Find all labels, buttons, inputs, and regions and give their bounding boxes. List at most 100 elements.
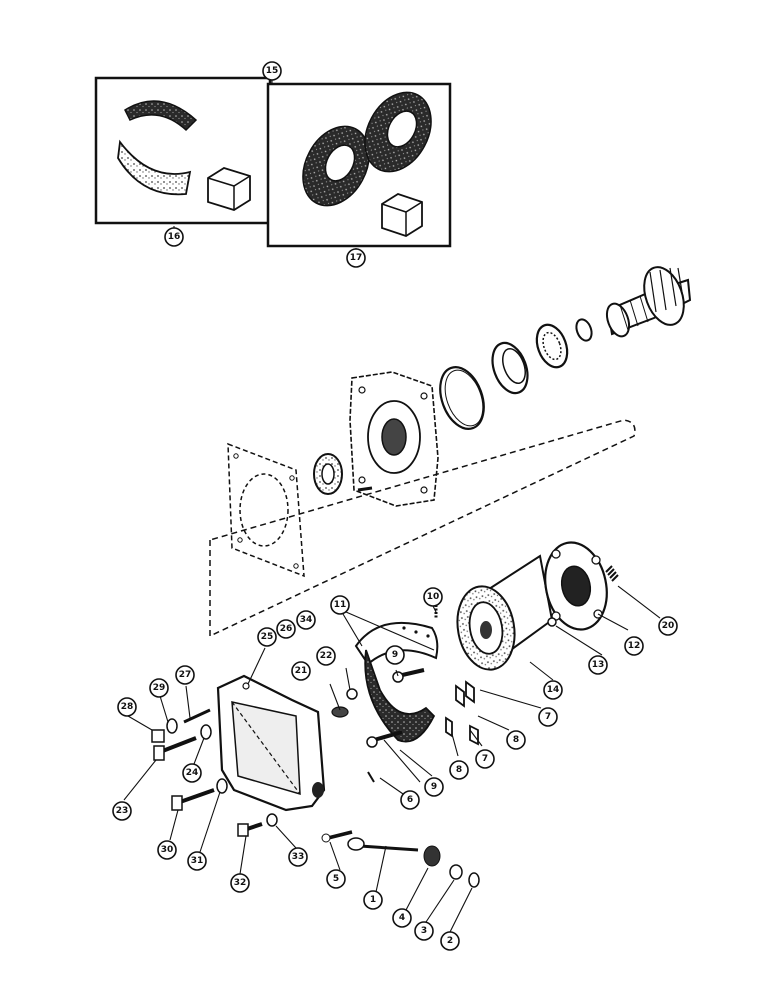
dowel-pin <box>357 486 373 492</box>
bolt-30 <box>171 788 215 811</box>
callout-8a-text: 8 <box>513 735 519 745</box>
callout-21: 21 <box>291 661 311 681</box>
adjusting-screw-21 <box>331 706 349 718</box>
callout-29: 29 <box>149 678 169 698</box>
callout-3: 3 <box>414 921 434 941</box>
friction-disc-right <box>364 91 432 173</box>
callout-21-text: 21 <box>295 666 308 676</box>
bolt-23 <box>153 736 197 761</box>
carrier-plate <box>349 371 439 507</box>
callout-9b-text: 9 <box>431 782 437 792</box>
callout-20-text: 20 <box>662 621 675 631</box>
screw-32 <box>237 822 263 837</box>
callout-10-text: 10 <box>427 592 440 602</box>
callout-24-text: 24 <box>186 768 199 778</box>
clevis-pin-5 <box>321 830 353 843</box>
callout-28-text: 28 <box>121 702 134 712</box>
actuating-links <box>445 680 479 746</box>
callout-15: 15 <box>262 61 282 81</box>
callout-33-text: 33 <box>292 852 305 862</box>
rivet-package-16 <box>207 167 251 211</box>
callout-30: 30 <box>157 840 177 860</box>
callout-11: 11 <box>330 595 350 615</box>
plug-22 <box>346 688 358 700</box>
snap-ring-small <box>575 318 593 342</box>
anchor-pin-upper <box>392 668 425 683</box>
callout-25: 25 <box>257 627 277 647</box>
callout-9a: 9 <box>385 645 405 665</box>
callout-30-text: 30 <box>161 845 174 855</box>
washer-31 <box>216 778 228 794</box>
pin-6 <box>367 771 375 783</box>
pilot-bearing <box>313 453 343 495</box>
callout-33: 33 <box>288 847 308 867</box>
nut-28 <box>151 729 165 743</box>
callout-4: 4 <box>392 908 412 928</box>
callout-14: 14 <box>543 680 563 700</box>
nut-3 <box>449 864 463 880</box>
callout-13: 13 <box>588 655 608 675</box>
callout-34: 34 <box>296 610 316 630</box>
callout-16: 16 <box>164 227 184 247</box>
callout-27-text: 27 <box>179 670 192 680</box>
callout-26-text: 26 <box>280 624 293 634</box>
callout-8a: 8 <box>506 730 526 750</box>
callout-34-text: 34 <box>300 615 313 625</box>
callout-25-text: 25 <box>261 632 274 642</box>
stud-27 <box>183 708 211 724</box>
callout-8b: 8 <box>449 760 469 780</box>
kit-box-16 <box>94 76 272 225</box>
housing-gasket <box>227 442 305 578</box>
callout-22: 22 <box>316 646 336 666</box>
callout-7b: 7 <box>475 749 495 769</box>
callout-9a-text: 9 <box>392 650 398 660</box>
assembly-outline <box>209 419 636 638</box>
spring-4 <box>423 845 441 867</box>
callout-20: 20 <box>658 616 678 636</box>
callout-29-text: 29 <box>153 683 166 693</box>
callout-1-text: 1 <box>370 895 376 905</box>
callout-27: 27 <box>175 665 195 685</box>
bearing-cone <box>535 323 569 369</box>
callout-12-text: 12 <box>628 641 641 651</box>
leader-lines <box>123 80 661 933</box>
bearing-cup <box>491 341 529 395</box>
brake-drum <box>456 554 554 671</box>
callout-6: 6 <box>400 790 420 810</box>
lining-segment-upper <box>124 100 198 132</box>
brake-housing <box>216 674 326 812</box>
flange-spring <box>605 565 619 582</box>
callout-2: 2 <box>440 931 460 951</box>
oil-seal-ring <box>439 366 485 430</box>
callout-31: 31 <box>187 851 207 871</box>
callout-9b: 9 <box>424 777 444 797</box>
callout-4-text: 4 <box>399 913 405 923</box>
anchor-pin-lower <box>366 730 403 748</box>
drive-flange <box>544 541 608 631</box>
callout-11-text: 11 <box>334 600 347 610</box>
callout-5: 5 <box>326 869 346 889</box>
callout-10: 10 <box>423 587 443 607</box>
callout-8b-text: 8 <box>456 765 462 775</box>
callout-24: 24 <box>182 763 202 783</box>
steel-ball <box>547 617 557 627</box>
callout-28: 28 <box>117 697 137 717</box>
callout-17: 17 <box>346 248 366 268</box>
callout-16-text: 16 <box>168 232 181 242</box>
callout-2-text: 2 <box>447 936 453 946</box>
callout-3-text: 3 <box>421 926 427 936</box>
kit-box-17 <box>266 82 452 248</box>
callout-13-text: 13 <box>592 660 605 670</box>
callout-1: 1 <box>363 890 383 910</box>
friction-disc-left <box>302 125 370 207</box>
callout-6-text: 6 <box>407 795 413 805</box>
lining-segment-lower <box>117 139 192 196</box>
washer-29 <box>166 718 178 734</box>
axle-shaft <box>605 266 692 338</box>
actuating-rod-1 <box>347 837 419 852</box>
callout-7a: 7 <box>538 707 558 727</box>
callout-7a-text: 7 <box>545 712 551 722</box>
callout-32-text: 32 <box>234 878 247 888</box>
callout-12: 12 <box>624 636 644 656</box>
